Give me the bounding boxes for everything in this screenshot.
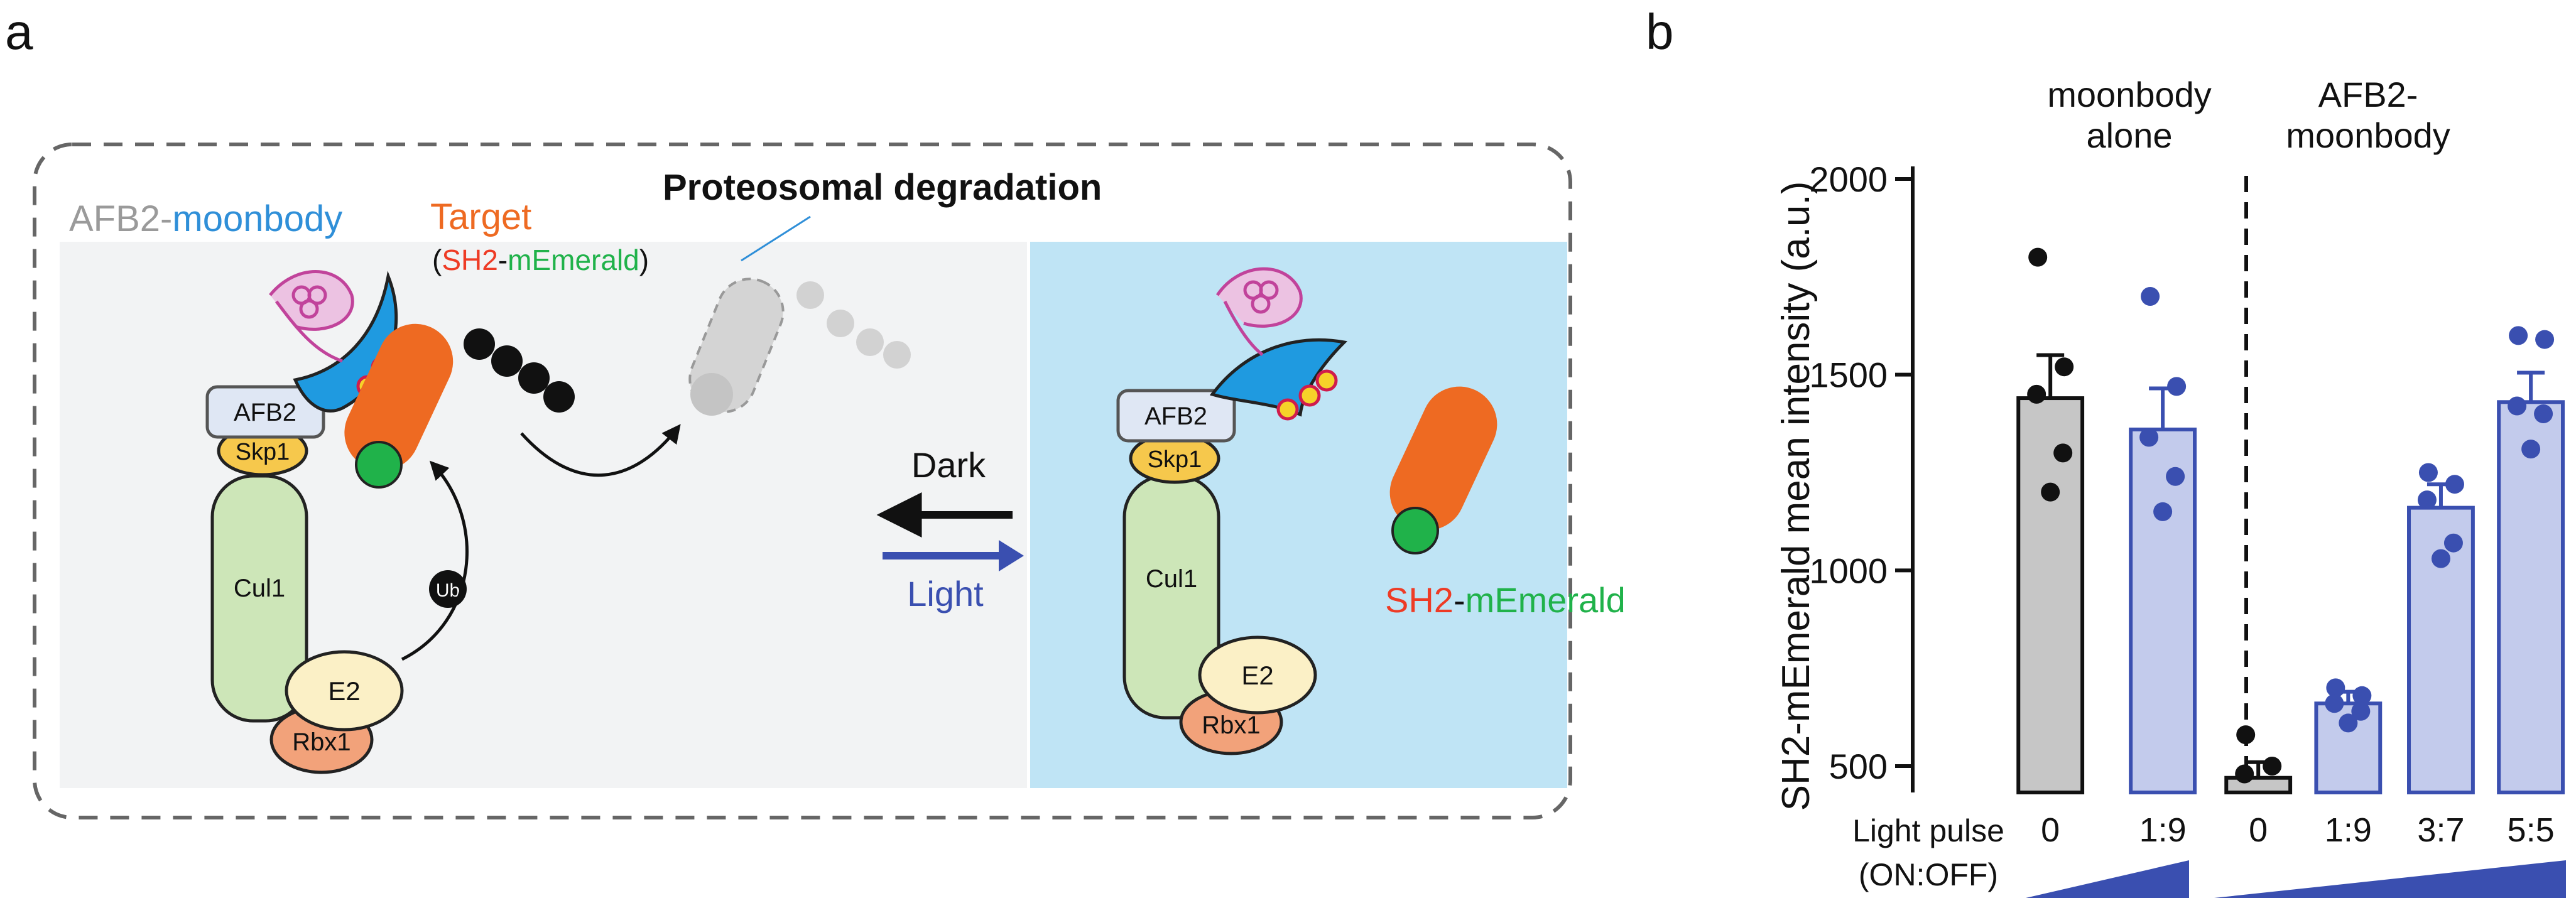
group-label-1: moonbody alone: [2047, 75, 2212, 155]
afb2-light-label: AFB2: [1144, 403, 1207, 430]
skp1-dark-label: Skp1: [236, 439, 290, 465]
e2-dark-label: E2: [328, 676, 360, 706]
dashed-frame: [33, 143, 1572, 819]
rbx1-light-label: Rbx1: [1202, 711, 1260, 739]
data-point-6-3: [2508, 396, 2527, 416]
x-tick-label-1: 0: [2041, 811, 2060, 849]
y-axis-title: SH2-mEmerald mean intensity (a.u.): [1774, 181, 1818, 811]
cul1-dark-label: Cul1: [234, 575, 285, 602]
y-tick-label-2: 1500: [1809, 355, 1888, 395]
afb2-dark: [205, 385, 325, 439]
data-point-4-4: [2351, 701, 2371, 721]
bar-chart: 500 1000 1500 2000 0 1:9 0 1:9 3:7 5:5: [1809, 159, 2565, 849]
data-point-6-2: [2535, 330, 2555, 349]
data-point-5-4: [2443, 533, 2463, 553]
degradation-pointer: [741, 215, 811, 262]
target-construct-header: (SH2-mEmerald): [432, 244, 649, 276]
light-arrowhead: [999, 540, 1024, 571]
light-complex: Cul1 Rbx1 E2 Skp1 AFB2: [1116, 267, 1626, 755]
e2-light: [1198, 635, 1317, 715]
data-point-4-2: [2352, 686, 2372, 705]
data-point-4-3: [2325, 694, 2344, 713]
group-2-line-2: moonbody: [2286, 116, 2450, 155]
panel-b: b SH2-mEmerald mean intensity (a.u.) moo…: [1646, 4, 2566, 898]
panel-b-label: b: [1646, 4, 1674, 60]
target-header: Target: [430, 197, 531, 237]
afb2-dark-label: AFB2: [234, 399, 296, 426]
data-point-1-2: [2055, 357, 2074, 377]
group-1-line-2: alone: [2086, 116, 2172, 155]
dark-label: Dark: [911, 445, 986, 485]
bar-6: [2497, 400, 2565, 794]
y-tick-label-0: 500: [1829, 747, 1888, 786]
memerald-green-light: [1391, 507, 1439, 554]
panel-a: a AFB2-moonbody Target (SH2-mEmerald) Pr…: [5, 4, 1626, 819]
auxin-sensor-dark: [269, 270, 354, 363]
bar-2: [2129, 427, 2197, 794]
data-point-2-1: [2141, 287, 2160, 306]
data-point-5-5: [2431, 549, 2450, 568]
x-tick-label-5: 3:7: [2417, 811, 2464, 849]
x-tick-label-6: 5:5: [2508, 811, 2555, 849]
data-point-5-2: [2445, 475, 2464, 494]
panel-a-label: a: [5, 4, 33, 60]
dark-state-panel: [60, 242, 1027, 788]
data-point-5-1: [2418, 463, 2438, 482]
bar-3: [2224, 776, 2293, 794]
light-wedge-group-1: [2026, 860, 2189, 898]
degradation-label: Proteosomal degradation: [663, 167, 1102, 208]
e2-dark: [285, 650, 404, 732]
memerald-green-dark: [355, 441, 403, 489]
group-1-line-1: moonbody: [2047, 75, 2212, 114]
data-point-6-5: [2521, 440, 2541, 459]
data-point-3-3: [2235, 764, 2254, 784]
data-point-2-3: [2139, 428, 2159, 447]
dark-complex: Cul1 Rbx1 E2 Skp1 AFB2: [205, 270, 911, 774]
light-wedge-group-2: [2214, 860, 2566, 898]
free-construct-label: SH2-mEmerald: [1385, 580, 1626, 620]
rbx1-dark-label: Rbx1: [292, 728, 351, 756]
row-label-line-1: Light pulse: [1852, 813, 2004, 848]
degraded-target-ghost: [688, 278, 911, 416]
cul1-light-label: Cul1: [1146, 565, 1197, 593]
data-point-1-1: [2028, 247, 2048, 267]
afb2-light: [1116, 389, 1236, 443]
group-label-2: AFB2- moonbody: [2286, 75, 2450, 155]
data-point-4-1: [2326, 678, 2345, 698]
data-point-1-3: [2027, 384, 2046, 404]
group-2-line-1: AFB2-: [2318, 75, 2418, 114]
data-point-5-3: [2417, 490, 2437, 510]
y-tick-label-3: 2000: [1809, 159, 1888, 199]
auxin-sensor-light: [1215, 267, 1303, 356]
data-point-3-1: [2236, 725, 2256, 745]
skp1-light-label: Skp1: [1148, 446, 1202, 473]
target-orange-light: [1389, 386, 1497, 531]
y-tick-label-1: 1000: [1809, 551, 1888, 590]
ub-transfer-arrow: [401, 460, 469, 661]
afb2-moonbody-header: AFB2-moonbody: [69, 198, 342, 239]
data-point-6-1: [2509, 326, 2528, 345]
x-tick-label-3: 0: [2249, 811, 2268, 849]
data-point-2-4: [2166, 467, 2185, 486]
moonbody-loops-light: [1276, 369, 1338, 421]
x-tick-label-4: 1:9: [2325, 811, 2372, 849]
ubiquitin-chain: [464, 328, 575, 413]
light-state-panel: [1030, 242, 1567, 788]
ub-on-e2-label: Ub: [436, 580, 460, 601]
degradation-arrow: [520, 424, 681, 477]
bar-1: [2016, 396, 2085, 794]
target-orange-dark: [344, 323, 454, 471]
data-point-1-5: [2041, 482, 2060, 502]
data-point-2-2: [2167, 377, 2187, 396]
x-tick-label-2: 1:9: [2139, 811, 2187, 849]
data-point-3-2: [2263, 757, 2282, 776]
row-label-line-2: (ON:OFF): [1859, 857, 1998, 892]
data-point-1-4: [2053, 443, 2073, 463]
data-point-6-4: [2534, 404, 2553, 423]
data-point-4-5: [2339, 713, 2358, 733]
light-label: Light: [907, 574, 984, 613]
data-point-2-5: [2153, 502, 2173, 521]
e2-light-label: E2: [1241, 661, 1273, 690]
